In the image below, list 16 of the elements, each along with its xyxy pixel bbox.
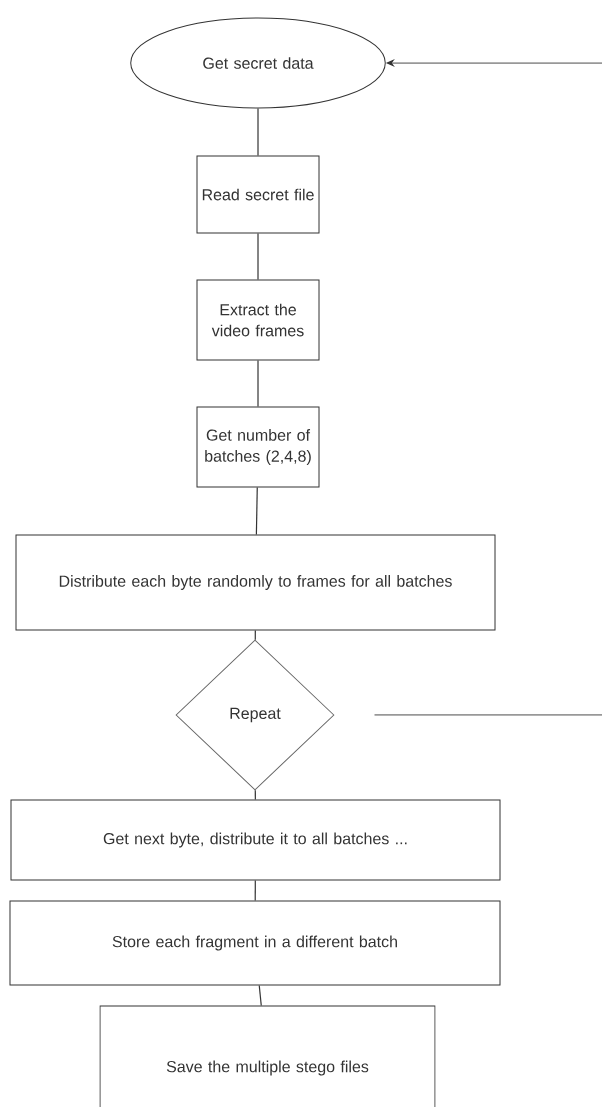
connector-line bbox=[257, 107, 259, 157]
process-box: Save the multiple stego files bbox=[99, 1005, 436, 1107]
connector-line bbox=[254, 789, 256, 801]
process-box: Distribute each byte randomly to frames for all batches bbox=[15, 534, 496, 631]
connector-line bbox=[373, 714, 602, 716]
connector-line bbox=[258, 984, 262, 1007]
process-box: Get number of batches (2,4,8) bbox=[196, 406, 320, 488]
process-box: Get next byte, distribute it to all batches ... bbox=[10, 799, 501, 881]
connector-line bbox=[257, 232, 259, 281]
connector-line bbox=[255, 486, 258, 536]
process-box: Read secret file bbox=[196, 155, 320, 234]
process-box: Store each fragment in a different batch bbox=[9, 900, 501, 986]
connector-line bbox=[254, 629, 256, 641]
process-box: Extract the video frames bbox=[196, 279, 320, 361]
connector-line bbox=[254, 879, 256, 902]
connector-line bbox=[257, 359, 259, 408]
